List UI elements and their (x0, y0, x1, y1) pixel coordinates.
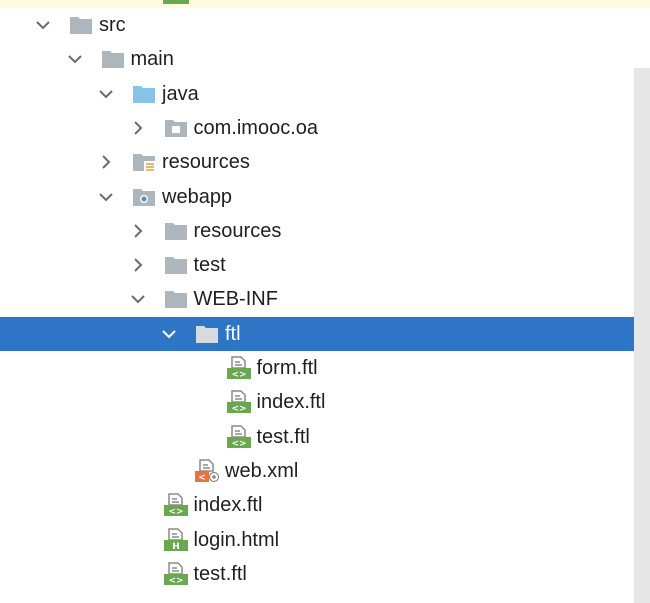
folder-icon (100, 47, 126, 71)
tree-item-label: form.ftl (256, 357, 318, 379)
source-folder-icon (131, 82, 157, 106)
svg-text:<>: <> (168, 507, 183, 517)
ftl-file-icon: <> (163, 493, 189, 517)
svg-text:<>: <> (168, 576, 183, 586)
xml-file-icon: < (194, 459, 220, 483)
web-folder-icon (131, 185, 157, 209)
tree-item-label: main (130, 48, 174, 71)
tree-item[interactable]: H login.html (0, 523, 650, 557)
tree-item-label: webapp (162, 185, 233, 208)
tree-item[interactable]: <> form.ftl (0, 351, 650, 385)
tree-item-label: web.xml (225, 459, 299, 482)
tree-item-label: test.ftl (193, 562, 247, 585)
tree-item[interactable]: com.imooc.oa (0, 111, 650, 145)
folder-icon (68, 13, 94, 37)
tree-item[interactable]: resources (0, 214, 650, 248)
tree-item[interactable]: java (0, 77, 650, 111)
chevron-right-icon[interactable] (128, 221, 148, 241)
tree-item[interactable]: <> index.ftl (0, 488, 650, 522)
tree-item[interactable]: test (0, 248, 650, 282)
chevron-right-icon[interactable] (128, 255, 148, 275)
tree-item[interactable]: WEB-INF (0, 282, 650, 316)
tree-item[interactable]: src (0, 8, 650, 42)
tree-item-label: test.ftl (256, 425, 310, 448)
chevron-right-icon[interactable] (128, 118, 148, 138)
folder-icon (163, 253, 189, 277)
chevron-down-icon[interactable] (159, 324, 179, 344)
ftl-file-icon: <> (226, 356, 252, 380)
tree-item-label: login.html (193, 528, 280, 551)
folder-icon (163, 219, 189, 243)
tree-item-label: java (162, 82, 199, 105)
chevron-down-icon[interactable] (33, 15, 53, 35)
chevron-down-icon[interactable] (65, 49, 85, 69)
tree-item-label: ftl (225, 322, 241, 345)
folder-icon (194, 322, 220, 346)
ftl-file-icon: <> (163, 562, 189, 586)
tree-item-label: WEB-INF (193, 288, 278, 311)
svg-text:H: H (172, 542, 180, 552)
tree-item[interactable]: ftl (0, 316, 650, 351)
chevron-down-icon[interactable] (96, 187, 116, 207)
ftl-file-icon: <> (226, 424, 252, 449)
resources-folder-icon (131, 150, 157, 174)
tree-item-label: src (99, 14, 126, 36)
chevron-down-icon[interactable] (128, 289, 148, 309)
package-icon (163, 116, 189, 140)
previous-row-highlight (0, 0, 650, 8)
ftl-file-icon: <> (226, 390, 252, 414)
tree-item-label: index.ftl (193, 494, 263, 517)
tree-item-label: resources (162, 151, 250, 174)
tree-item[interactable]: <> test.ftl (0, 420, 650, 454)
tree-item[interactable]: webapp (0, 180, 650, 214)
svg-text:<>: <> (231, 439, 246, 449)
tree-item-label: com.imooc.oa (193, 116, 319, 139)
html-file-icon: H (163, 527, 189, 552)
tree-item[interactable]: main (0, 42, 650, 76)
file-icon-partial (163, 0, 189, 4)
tree-item[interactable]: <> test.ftl (0, 557, 650, 591)
svg-text:<: < (198, 473, 206, 483)
folder-icon (163, 287, 189, 311)
tree-item-label: resources (193, 219, 282, 242)
svg-text:<>: <> (231, 370, 246, 380)
tree-item-label: index.ftl (256, 391, 326, 414)
tree-item-label: test (193, 254, 226, 277)
tree-item[interactable]: <> index.ftl (0, 385, 650, 419)
chevron-right-icon[interactable] (96, 152, 116, 172)
tree-item[interactable]: < web.xml (0, 454, 650, 488)
vertical-scrollbar[interactable] (634, 68, 650, 603)
tree-item[interactable]: resources (0, 145, 650, 179)
svg-text:<>: <> (231, 404, 246, 414)
chevron-down-icon[interactable] (96, 84, 116, 104)
